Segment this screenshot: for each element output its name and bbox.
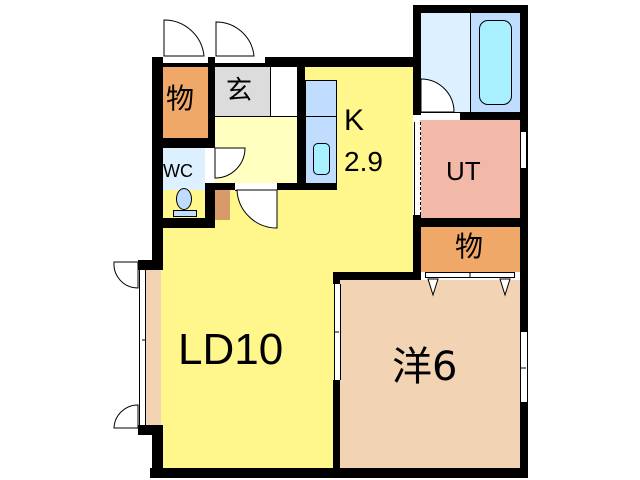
wall-hall-bottom-right <box>277 183 337 190</box>
door-gap-wc <box>205 148 215 183</box>
western-room <box>340 280 520 468</box>
closet-arrow-right-icon <box>499 278 511 297</box>
wc-door-swing-icon <box>214 147 246 179</box>
wall-bath-bottom <box>460 112 528 120</box>
closet-arrow-left-icon <box>427 278 439 297</box>
bath-door-swing-icon <box>420 78 455 113</box>
utility-room <box>420 120 520 218</box>
door-gap-entrance <box>215 57 265 64</box>
living-dining-label: LD10 <box>178 325 284 374</box>
balcony-strip <box>144 270 161 427</box>
toilet-icon <box>176 188 192 210</box>
entrance-label: 玄 <box>226 76 253 106</box>
wall-top-main <box>152 57 415 67</box>
wall-western-left-lower <box>333 380 340 478</box>
hall-door-swing-icon <box>236 189 278 229</box>
toilet-tank-icon <box>173 210 197 217</box>
wall-left-balcony-top <box>138 260 163 270</box>
storage-right-room <box>420 227 520 272</box>
entrance-room <box>215 67 270 116</box>
window-left[interactable] <box>139 270 146 425</box>
counter-divider <box>305 116 337 117</box>
door-gap-storage <box>163 57 208 64</box>
wall-left-upper <box>152 57 163 270</box>
kitchen-label: K <box>344 104 365 137</box>
wall-left-lower <box>152 425 163 478</box>
left-window-swing-bottom-icon <box>113 404 139 429</box>
shoe-box <box>270 67 298 116</box>
wall-western-top <box>333 272 421 280</box>
window-ut-right[interactable] <box>520 132 527 168</box>
wall-left-balcony-bottom <box>138 425 163 435</box>
wall-storage-wc-divider <box>163 138 215 148</box>
sink-icon <box>313 143 330 175</box>
storage-door-swing-icon <box>163 19 205 57</box>
entrance-door-swing-icon <box>215 21 255 57</box>
wall-kitchen-left <box>297 57 305 190</box>
door-panel <box>215 190 230 220</box>
wall-wc-bottom <box>163 218 215 228</box>
wall-ut-left-lower <box>413 215 421 280</box>
wall-ut-bottom <box>413 218 528 227</box>
utility-label: UT <box>446 156 481 186</box>
wall-bath-right <box>520 5 528 478</box>
sliding-door-ut[interactable] <box>414 122 421 215</box>
wall-bath-left <box>413 5 421 115</box>
wall-wc-right <box>205 183 215 228</box>
wall-bath-top <box>413 5 528 13</box>
wall-western-left-upper <box>333 272 340 284</box>
left-window-swing-top-icon <box>113 261 139 289</box>
wall-hall-bottom <box>205 183 235 190</box>
wc-label: WC <box>163 161 193 181</box>
storage-left-room <box>163 67 208 140</box>
kitchen-size-label: 2.9 <box>344 146 383 177</box>
bathtub-icon <box>479 20 512 105</box>
storage-right-label: 物 <box>455 230 484 263</box>
wall-storage-right <box>208 57 215 147</box>
western-room-label: 洋6 <box>392 344 458 390</box>
storage-left-label: 物 <box>166 82 195 115</box>
window-western-right[interactable] <box>520 332 528 402</box>
